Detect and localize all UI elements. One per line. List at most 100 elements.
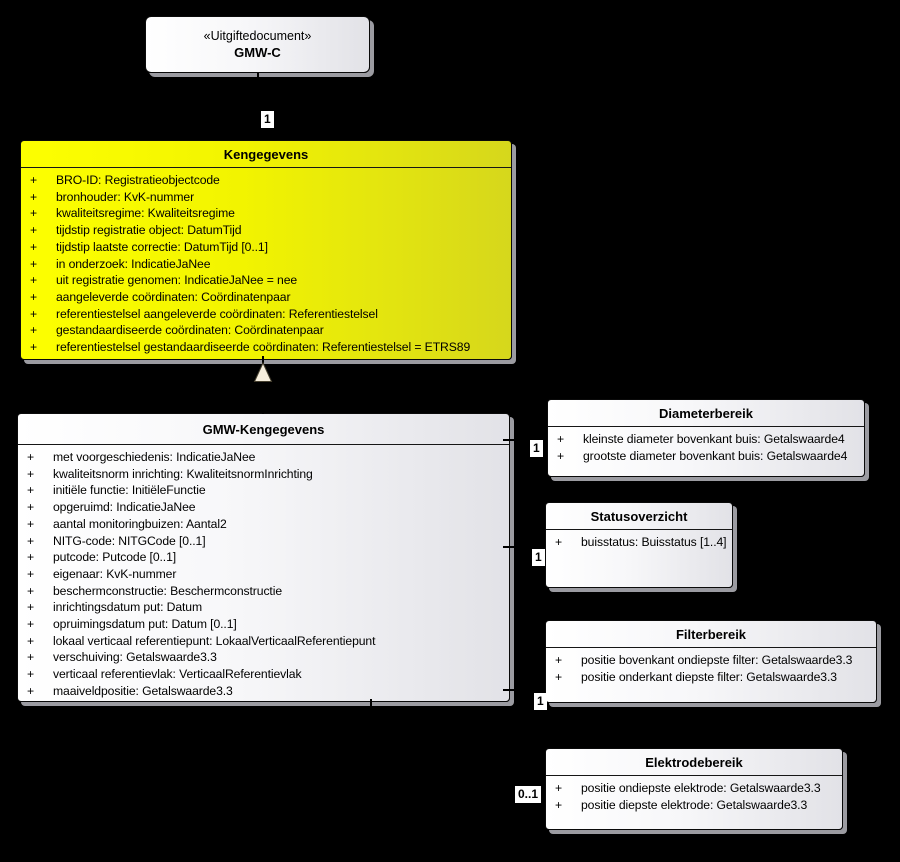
attribute-text: referentiestelsel aangeleverde coördinat…: [56, 306, 378, 321]
class-gmw-kengegevens[interactable]: GMW-Kengegevens + met voorgeschiedenis: I…: [17, 413, 510, 702]
attribute-text: opgeruimd: IndicatieJaNee: [53, 500, 196, 515]
attribute-text: verticaal referentievlak: VerticaalRefer…: [53, 667, 302, 682]
attribute-visibility: +: [30, 206, 38, 221]
attribute-visibility: +: [27, 550, 35, 565]
attribute-text: tijdstip laatste correctie: DatumTijd [0…: [56, 239, 268, 254]
attribute-text: positie ondiepste elektrode: Getalswaard…: [581, 781, 821, 795]
attribute-visibility: +: [27, 617, 35, 632]
attribute-row: + lokaal verticaal referentiepunt: Lokaal…: [18, 633, 509, 650]
attribute-visibility: +: [27, 500, 35, 515]
connector-to-statusoverzicht: [503, 546, 545, 548]
stereotype-label: «Uitgiftedocument»: [203, 29, 312, 43]
attribute-list: + buisstatus: Buisstatus [1..4]: [546, 530, 732, 551]
attribute-visibility: +: [30, 256, 38, 271]
attribute-visibility: +: [27, 683, 35, 698]
attribute-row: + eigenaar: KvK-nummer: [18, 566, 509, 583]
attribute-row: + inrichtingsdatum put: Datum: [18, 599, 509, 616]
class-elektrodebereik[interactable]: Elektrodebereik + positie ondiepste elekt…: [545, 748, 843, 830]
attribute-row: +beschermconstructie: Beschermconstructi…: [18, 583, 509, 600]
attribute-row: + verticaal referentievlak: VerticaalRefe…: [18, 666, 509, 683]
attribute-text: inrichtingsdatum put: Datum: [53, 600, 203, 615]
attribute-text: referentiestelsel gestandaardiseerde coö…: [56, 340, 471, 355]
attribute-text: maaiveldpositie: Getalswaarde3.3: [53, 683, 233, 698]
class-filterbereik[interactable]: Filterbereik +positie bovenkant ondiepst…: [545, 620, 877, 703]
attribute-visibility: +: [555, 781, 563, 795]
attribute-text: met voorgeschiedenis: IndicatieJaNee: [53, 450, 256, 464]
attribute-row: +aantal monitoringbuizen: Aantal2: [18, 516, 509, 533]
attribute-text: lokaal verticaal referentiepunt: LokaalV…: [53, 633, 376, 648]
attribute-list: + positie ondiepste elektrode: Getalswaar…: [546, 776, 842, 813]
attribute-text: in onderzoek: IndicatieJaNee: [56, 256, 211, 271]
class-name: GMW-C: [234, 45, 281, 60]
attribute-text: kleinste diameter bovenkant buis: Getals…: [583, 432, 845, 446]
multiplicity-label: 1: [261, 111, 274, 128]
attribute-row: + bronhouder: KvK-nummer: [21, 189, 511, 206]
attribute-visibility: +: [557, 448, 565, 463]
attribute-row: + buisstatus: Buisstatus [1..4]: [546, 534, 732, 551]
generalization-arrow-icon: [253, 362, 273, 382]
attribute-text: opruimingsdatum put: Datum [0..1]: [53, 617, 237, 632]
attribute-visibility: +: [27, 650, 35, 665]
attribute-row: +putcode: Putcode [0..1]: [18, 549, 509, 566]
connector-to-filterbereik: [503, 689, 545, 691]
attribute-row: + in onderzoek: IndicatieJaNee: [21, 256, 511, 273]
attribute-row: + positie ondiepste elektrode: Getalswaar…: [546, 780, 842, 797]
multiplicity-label: 0..1: [515, 786, 542, 803]
attribute-row: + kwaliteitsnorm inrichting: Kwaliteitsno…: [18, 466, 509, 483]
attribute-text: beschermconstructie: Beschermconstructie: [53, 583, 283, 598]
attribute-visibility: +: [555, 797, 563, 812]
attribute-text: bronhouder: KvK-nummer: [56, 189, 195, 204]
class-name: Kengegevens: [21, 141, 511, 168]
attribute-visibility: +: [30, 323, 38, 338]
attribute-visibility: +: [30, 273, 38, 288]
class-statusoverzicht[interactable]: Statusoverzicht + buisstatus: Buisstatus …: [545, 502, 733, 588]
attribute-row: +positie diepste elektrode: Getalswaarde…: [546, 797, 842, 814]
class-name: Statusoverzicht: [546, 503, 732, 530]
attribute-visibility: +: [27, 667, 35, 682]
attribute-visibility: +: [27, 633, 35, 648]
attribute-text: buisstatus: Buisstatus [1..4]: [581, 535, 727, 549]
attribute-visibility: +: [27, 466, 35, 481]
attribute-visibility: +: [27, 450, 35, 464]
attribute-row: + gestandaardiseerde coördinaten: Coördin…: [21, 322, 511, 339]
attribute-visibility: +: [30, 189, 38, 204]
attribute-visibility: +: [27, 483, 35, 498]
attribute-row: + aangeleverde coördinaten: Coördinatenpa…: [21, 289, 511, 306]
attribute-text: gestandaardiseerde coördinaten: Coördina…: [56, 323, 324, 338]
attribute-text: kwaliteitsnorm inrichting: Kwaliteitsnor…: [53, 466, 313, 481]
class-uitgiftedocument-gmw-c[interactable]: «Uitgiftedocument» GMW-C: [145, 16, 370, 73]
attribute-visibility: +: [30, 223, 38, 238]
attribute-visibility: +: [27, 600, 35, 615]
attribute-row: +initiële functie: InitiëleFunctie: [18, 482, 509, 499]
attribute-visibility: +: [557, 432, 565, 446]
connector-to-diameterbereik: [503, 439, 547, 441]
attribute-visibility: +: [555, 535, 563, 549]
attribute-visibility: +: [27, 533, 35, 548]
attribute-visibility: +: [27, 566, 35, 581]
connector-to-elektrodebereik-vertical: [370, 699, 372, 790]
attribute-list: + met voorgeschiedenis: IndicatieJaNee + kw…: [18, 445, 509, 700]
class-name: Diameterbereik: [548, 400, 864, 427]
attribute-row: +positie onderkant diepste filter: Getal…: [546, 669, 876, 686]
attribute-row: +referentiestelsel aangeleverde coördina…: [21, 306, 511, 323]
attribute-text: aantal monitoringbuizen: Aantal2: [53, 516, 227, 531]
attribute-text: NITG-code: NITGCode [0..1]: [53, 533, 206, 548]
class-kengegevens[interactable]: Kengegevens +BRO-ID: Registratieobjectco…: [20, 140, 512, 360]
class-name: Filterbereik: [546, 621, 876, 648]
attribute-text: aangeleverde coördinaten: Coördinatenpaa…: [56, 289, 291, 304]
connector-document-to-kengegevens: [257, 73, 259, 140]
attribute-row: +kwaliteitsregime: Kwaliteitsregime: [21, 205, 511, 222]
attribute-row: + uit registratie genomen: IndicatieJaNee…: [21, 272, 511, 289]
connector-to-elektrodebereik-horizontal: [370, 789, 545, 791]
attribute-row: + maaiveldpositie: Getalswaarde3.3: [18, 683, 509, 700]
attribute-visibility: +: [30, 340, 38, 355]
attribute-text: uit registratie genomen: IndicatieJaNee …: [56, 273, 298, 288]
class-diameterbereik[interactable]: Diameterbereik + kleinste diameter bovenk…: [547, 399, 865, 477]
attribute-text: eigenaar: KvK-nummer: [53, 566, 177, 581]
attribute-list: + kleinste diameter bovenkant buis: Getal…: [548, 427, 864, 464]
class-name: GMW-Kengegevens: [18, 414, 509, 445]
attribute-visibility: +: [30, 289, 38, 304]
multiplicity-label: 1: [534, 693, 547, 710]
class-name: Elektrodebereik: [546, 749, 842, 776]
